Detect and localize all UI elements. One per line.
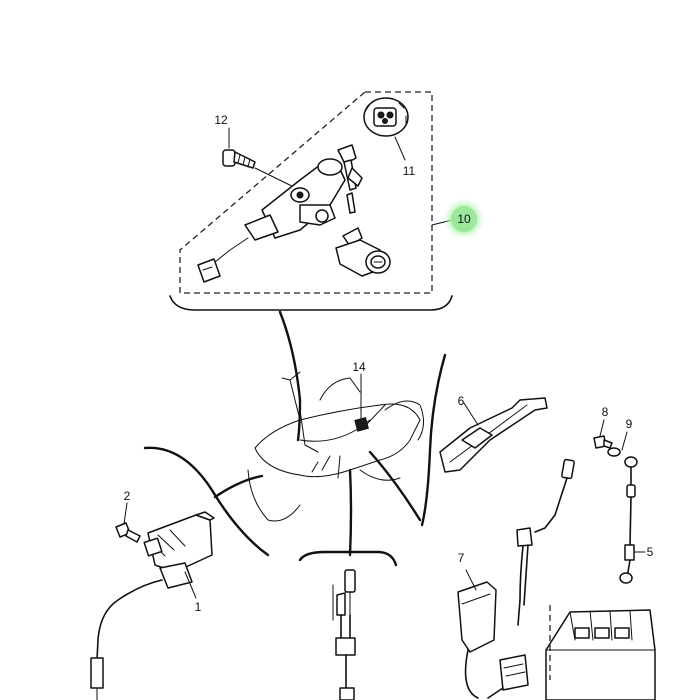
curve-right-column bbox=[420, 353, 447, 527]
curve-left-panel bbox=[143, 446, 270, 557]
curve-bike-to-right bbox=[368, 450, 422, 522]
callout-10-highlighted[interactable]: 10 bbox=[451, 206, 477, 232]
callout-12: 12 bbox=[214, 113, 228, 127]
keys bbox=[337, 144, 363, 214]
starter-relay-7 bbox=[457, 569, 529, 699]
callout-11: 11 bbox=[402, 164, 416, 178]
bolt-12 bbox=[222, 127, 256, 169]
curve-bike-to-bottom bbox=[348, 468, 353, 557]
motorcycle-overview bbox=[247, 371, 424, 522]
washer-9 bbox=[607, 431, 628, 457]
wire-harness-connector bbox=[354, 417, 369, 432]
curve-left-to-bike bbox=[213, 474, 264, 499]
seat-lock bbox=[335, 227, 391, 277]
lock-set-group bbox=[169, 91, 453, 311]
main-switch-body bbox=[214, 158, 346, 263]
bolt-2 bbox=[115, 502, 141, 543]
callout-14: 14 bbox=[352, 360, 366, 374]
positive-cable-relay-7 bbox=[516, 458, 575, 626]
battery bbox=[545, 605, 656, 700]
callout-6: 6 bbox=[457, 394, 465, 408]
bottom-wire bbox=[332, 569, 356, 700]
lock-set-dashed-box bbox=[179, 91, 433, 294]
battery-band-6 bbox=[439, 397, 548, 473]
negative-cable-5 bbox=[619, 456, 646, 584]
callout-2: 2 bbox=[123, 489, 131, 503]
switch-connector bbox=[197, 258, 221, 283]
callout-5: 5 bbox=[646, 545, 654, 559]
leader-10 bbox=[431, 219, 453, 226]
bolt-8 bbox=[593, 419, 613, 449]
callout-1: 1 bbox=[194, 600, 202, 614]
leader-curve-lockset bbox=[278, 310, 302, 442]
callout-8: 8 bbox=[601, 405, 609, 419]
curve-bottom-middle bbox=[298, 550, 398, 567]
cap-11 bbox=[363, 97, 409, 161]
ignition-coil bbox=[90, 511, 215, 700]
callout-7: 7 bbox=[457, 551, 465, 565]
callout-9: 9 bbox=[625, 417, 633, 431]
lock-set-bracket bbox=[169, 295, 453, 311]
